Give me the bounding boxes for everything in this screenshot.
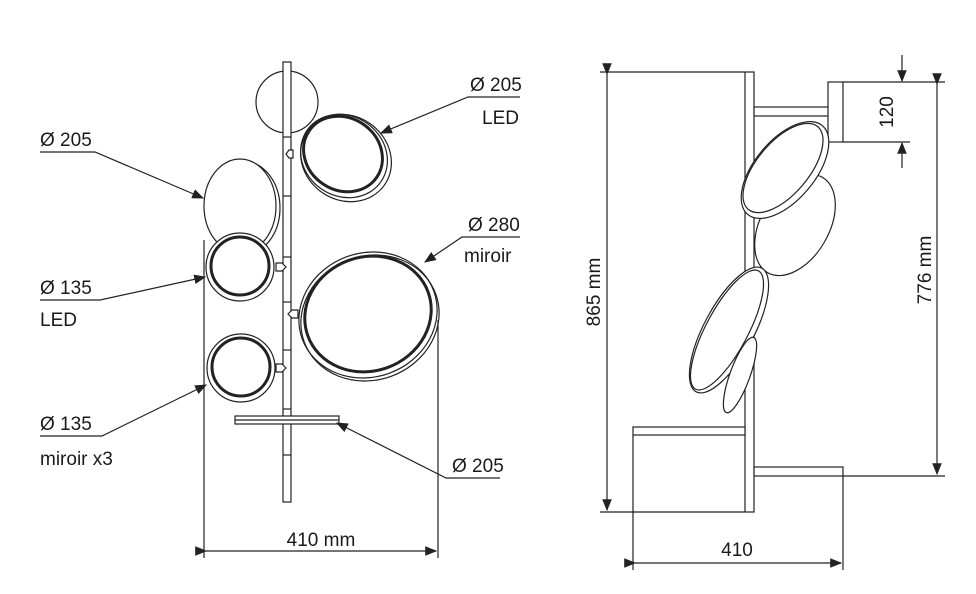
height-dimension (600, 55, 945, 570)
width-dimension-label: 410 mm (287, 530, 356, 551)
front-view: Ø 205 Ø 205 LED Ø 280 miroir Ø 135 LED Ø… (40, 61, 522, 558)
label-large-diameter: Ø 280 (468, 215, 520, 236)
arm-height-label: 776 mm (915, 236, 936, 305)
label-top-right-type: LED (482, 108, 519, 129)
label-mid-left-diameter: Ø 135 (40, 278, 92, 299)
pole (282, 61, 292, 503)
width-dimension (195, 240, 439, 558)
disc-mid-left-led (205, 232, 275, 302)
label-mid-left-type: LED (40, 310, 77, 331)
label-bottom-left-diameter: Ø 135 (40, 414, 92, 435)
label-top-left-diameter: Ø 205 (40, 130, 92, 151)
connectors (275, 149, 299, 373)
side-discs (688, 120, 836, 414)
bottom-arm (753, 466, 844, 477)
side-view: 865 mm 120 776 mm 410 (584, 55, 945, 570)
label-top-right-diameter: Ø 205 (470, 75, 522, 96)
head-height-label: 120 (877, 96, 898, 128)
disc-top-left (203, 158, 281, 256)
disc-top-right-led (299, 113, 393, 203)
total-height-label: 865 mm (584, 258, 605, 327)
pole-joints (283, 136, 291, 456)
lamp-head (827, 81, 844, 143)
side-width-label: 410 (721, 540, 753, 561)
disc-large-right-mirror (298, 251, 440, 382)
leader-lines (40, 96, 520, 479)
label-bottom-left-type: miroir x3 (40, 449, 113, 470)
side-tray (632, 426, 746, 436)
label-large-type: miroir (464, 246, 512, 267)
disc-bottom-left-mirror (206, 333, 276, 403)
label-tray-diameter: Ø 205 (452, 456, 504, 477)
top-arm (753, 106, 830, 117)
